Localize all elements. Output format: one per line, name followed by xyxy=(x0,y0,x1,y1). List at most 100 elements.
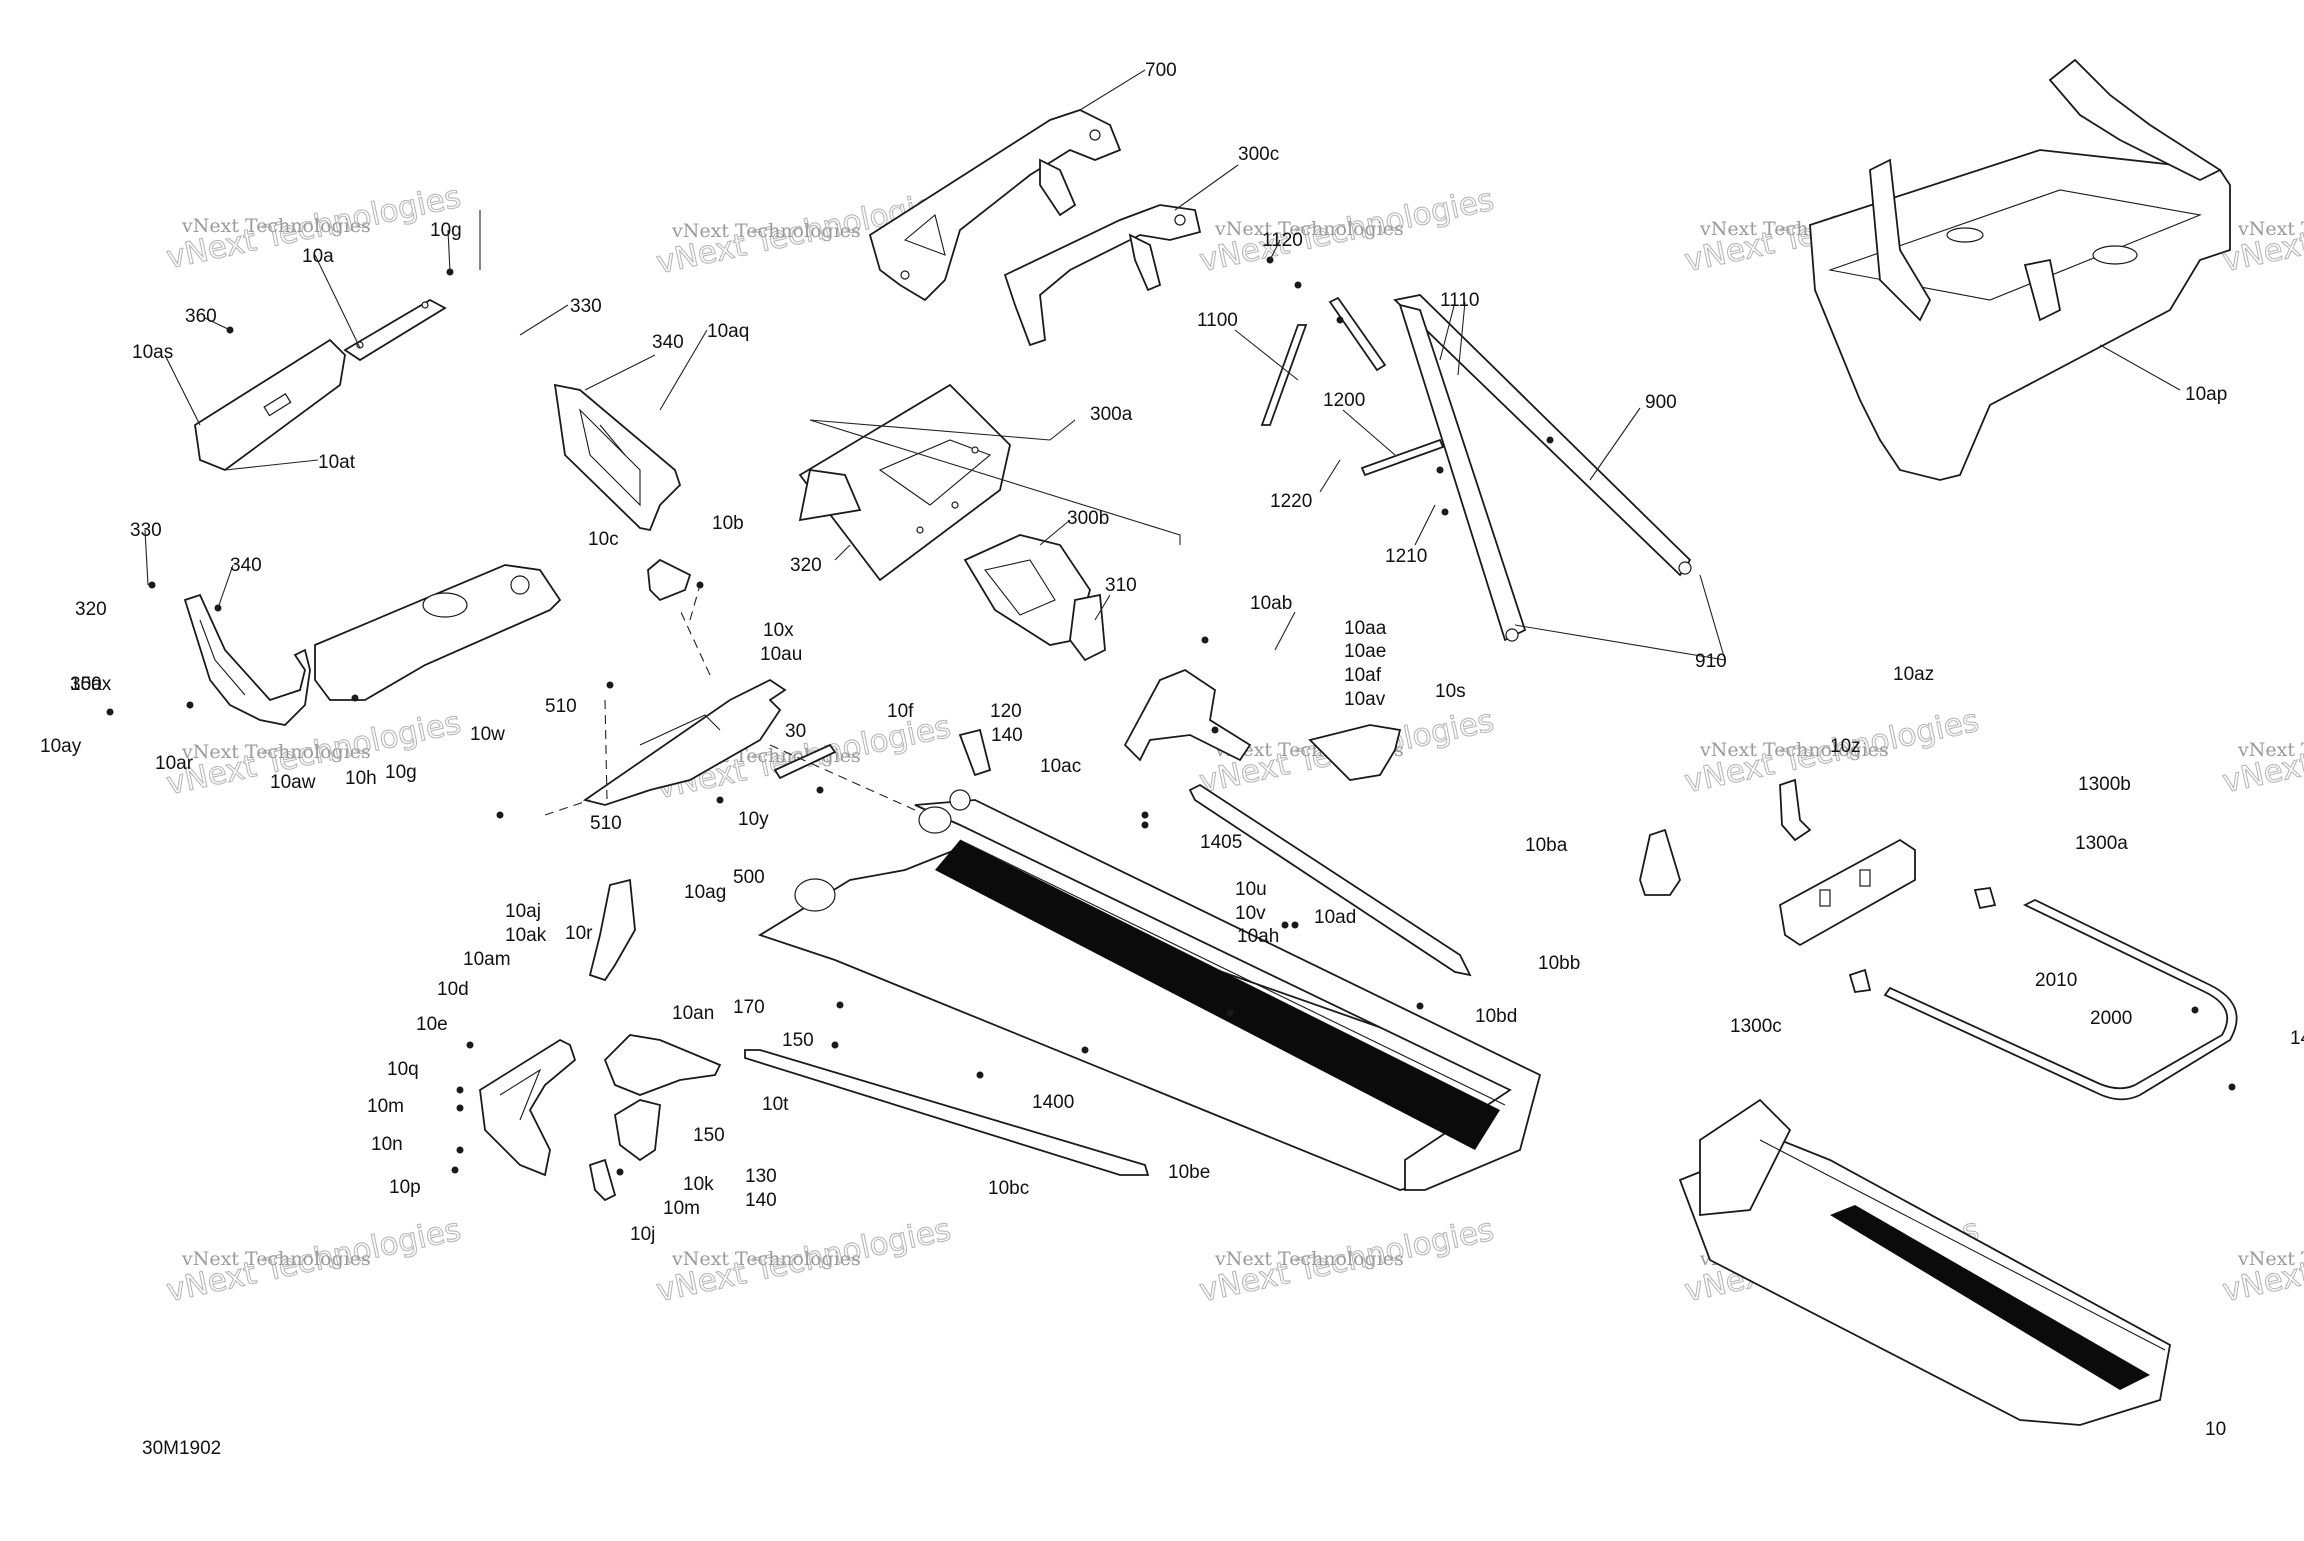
fastener xyxy=(1081,1046,1089,1054)
callout-label: 170 xyxy=(733,997,765,1018)
callout-label: 10ba xyxy=(1525,835,1568,856)
watermark-text: vNext Technologies xyxy=(1214,1248,1404,1270)
callout-label: 10 xyxy=(2205,1419,2226,1440)
callout-label: 2010 xyxy=(2035,970,2077,991)
callout-label: 10af xyxy=(1344,665,1382,686)
fastener xyxy=(1436,466,1444,474)
part-320-front-hoop xyxy=(183,593,311,726)
callout-label: 10av xyxy=(1344,689,1386,710)
callout-label: 10j xyxy=(630,1224,655,1245)
callout-label: 360 xyxy=(185,306,217,327)
callout-label: 10w xyxy=(470,724,505,745)
part-10bb-rail xyxy=(1188,783,1472,977)
fastener xyxy=(456,1104,464,1112)
callout-label: 510 xyxy=(590,813,622,834)
fastener xyxy=(1336,316,1344,324)
callout-label: 10bd xyxy=(1475,1006,1517,1027)
callout-label: 10a xyxy=(302,246,334,267)
part-10g-skid-plate xyxy=(314,564,562,701)
diagram-code: 30M1902 xyxy=(142,1438,221,1459)
callout-label: 10f xyxy=(887,701,914,722)
callout-label: 10bc xyxy=(988,1178,1029,1199)
callout-label: 10v xyxy=(1235,903,1266,924)
part-1300b-clip xyxy=(1973,887,1997,910)
callout-label: 1300c xyxy=(1730,1016,1782,1037)
part-10ap-chassis-view xyxy=(1809,58,2231,481)
part-10y-hardware xyxy=(773,743,837,780)
callout-label: 10ac xyxy=(1040,756,1081,777)
callout-label: 10ax xyxy=(70,674,112,695)
part-1300a-rear-bumper xyxy=(1883,898,2238,1101)
callout-label: 10g xyxy=(430,220,462,241)
callout-label: 10ak xyxy=(505,925,547,946)
watermark-text: vNext Technologies xyxy=(1214,218,1404,240)
callout-label: 330 xyxy=(130,520,162,541)
callout-label: 10m xyxy=(663,1198,700,1219)
callout-label: 10c xyxy=(588,529,619,550)
callout-label: 10b xyxy=(712,513,744,534)
part-10x-plate xyxy=(582,678,787,806)
callout-label: 10x xyxy=(763,620,794,641)
fastener xyxy=(2191,1006,2199,1014)
callout-label: 10q xyxy=(387,1059,419,1080)
callout-label: 1120 xyxy=(1262,230,1303,251)
fastener xyxy=(831,1041,839,1049)
callout-label: 150 xyxy=(782,1030,814,1051)
callout-label: 10ag xyxy=(684,882,726,903)
callout-label: 10m xyxy=(367,1096,404,1117)
callout-label: 1100 xyxy=(1197,310,1238,331)
callout-label: 2000 xyxy=(2090,1008,2132,1029)
callout-label: 10aj xyxy=(505,901,541,922)
callout-label: 10am xyxy=(463,949,511,970)
callout-label: 10p xyxy=(389,1177,421,1198)
part-1120-rod xyxy=(1328,296,1387,372)
leader-lines xyxy=(144,69,2181,661)
callout-label: 10at xyxy=(318,452,356,473)
callout-label: 1110 xyxy=(1440,290,1479,311)
callout-label: 10ay xyxy=(40,736,82,757)
fastener xyxy=(716,796,724,804)
fastener xyxy=(1226,1009,1234,1017)
callout-label: 150 xyxy=(693,1125,725,1146)
callout-label: 900 xyxy=(1645,392,1677,413)
part-120-bracket xyxy=(958,728,992,777)
watermark-text: vNext Technologies xyxy=(181,741,371,763)
part-10-tunnel-main xyxy=(757,789,1542,1191)
fastener xyxy=(351,694,359,702)
callout-label: 300a xyxy=(1090,404,1133,425)
callout-label: 1210 xyxy=(1385,546,1427,567)
fastener xyxy=(1294,281,1302,289)
part-10as-plate xyxy=(194,338,346,472)
callout-label: 1220 xyxy=(1270,491,1312,512)
fastener xyxy=(606,681,614,689)
callout-label: 300b xyxy=(1067,508,1109,529)
callout-label: 500 xyxy=(733,867,765,888)
callout-label: 130 xyxy=(745,1166,777,1187)
fastener xyxy=(1201,636,1209,644)
callout-label: 10ab xyxy=(1250,593,1292,614)
fastener xyxy=(1141,811,1149,819)
callout-label: 10aa xyxy=(1344,618,1387,639)
callout-label: 10ae xyxy=(1344,641,1386,662)
part-10z-panel xyxy=(1779,838,1916,947)
fastener xyxy=(1291,921,1299,929)
callout-label: 330 xyxy=(570,296,602,317)
fastener xyxy=(496,811,504,819)
assembly-dashed-lines xyxy=(544,584,916,816)
fastener xyxy=(1546,436,1554,444)
callout-label: 30 xyxy=(785,721,806,742)
part-10d-bracket xyxy=(479,1038,577,1177)
part-10-tunnel-view xyxy=(1678,1098,2172,1426)
fastener xyxy=(2228,1083,2236,1091)
callout-label: 10g xyxy=(385,762,417,783)
part-1200-rod xyxy=(1360,438,1445,477)
callout-label: 10ap xyxy=(2185,384,2227,405)
watermark-text: vNext Technologies xyxy=(2237,1248,2304,1270)
